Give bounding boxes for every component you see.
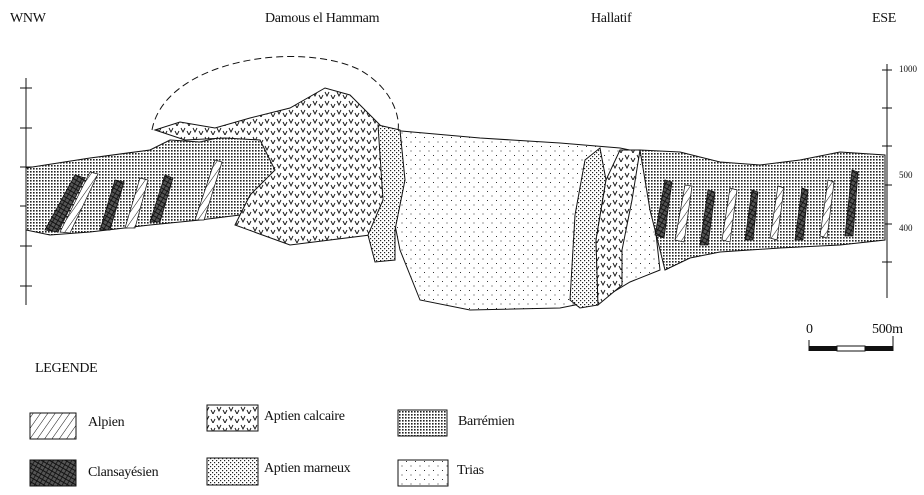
legend-label-aptien-marneux: Aptien marneux: [264, 461, 350, 477]
swatch-alpien: [30, 413, 76, 439]
elevation-label-500: 500: [899, 170, 913, 180]
swatch-trias: [398, 460, 448, 486]
scale-bar: [809, 336, 893, 351]
orientation-wnw: WNW: [10, 11, 46, 27]
swatch-barremien: [398, 410, 447, 436]
elevation-label-1000: 1000: [899, 64, 917, 74]
legend-label-clansayesien: Clansayésien: [88, 465, 158, 481]
elevation-label-400: 400: [899, 223, 913, 233]
legend-label-trias: Trias: [457, 463, 484, 479]
swatch-aptien-calcaire: [207, 405, 258, 431]
scale-label-start: 0: [806, 322, 813, 338]
legend-title: LEGENDE: [35, 361, 97, 377]
legend-label-barremien: Barrémien: [458, 414, 514, 430]
legend-label-alpien: Alpien: [88, 415, 124, 431]
swatch-aptien-marneux: [207, 458, 258, 485]
swatch-clansayesien: [30, 460, 76, 486]
place-damous-el-hammam: Damous el Hammam: [265, 11, 379, 27]
legend-label-aptien-calcaire: Aptien calcaire: [264, 409, 345, 425]
scale-label-end: 500m: [872, 322, 903, 338]
place-hallatif: Hallatif: [591, 11, 631, 27]
orientation-ese: ESE: [872, 11, 896, 27]
